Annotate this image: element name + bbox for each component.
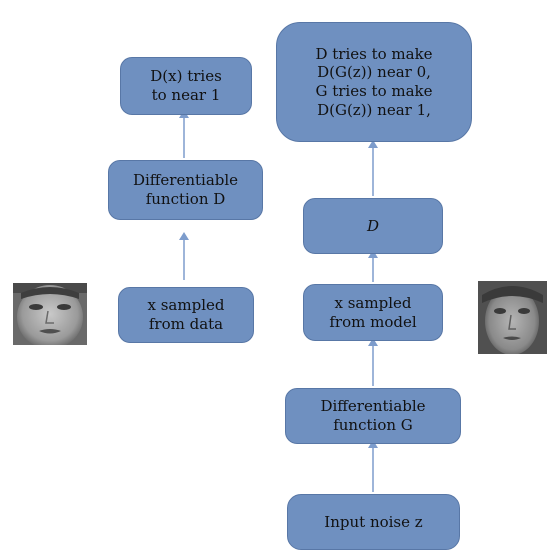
d-output-box: D(x) tries to near 1: [120, 57, 252, 115]
d-box-label: D: [366, 216, 380, 235]
d-output-line-2: to near 1: [151, 86, 221, 104]
d-box: D: [303, 198, 443, 254]
objective-line-4: D(G(z)) near 1,: [317, 100, 431, 119]
generator-line-1: Differentiable: [320, 397, 426, 416]
discriminator-line-1: Differentiable: [132, 171, 239, 190]
discriminator-function-box: Differentiable function D: [108, 160, 263, 220]
input-noise-box: Input noise z: [287, 494, 460, 550]
data-sample-line-1: x sampled: [147, 296, 225, 315]
d-output-line-1: D(x) tries: [150, 67, 222, 86]
input-noise-label: Input noise z: [324, 512, 423, 531]
real-face-image: [13, 283, 87, 345]
model-sample-box: x sampled from model: [303, 284, 443, 341]
generated-face-image: [478, 281, 547, 354]
data-sample-line-2: from data: [148, 315, 224, 333]
objective-line-3: G tries to make: [315, 82, 433, 100]
objective-line-2: D(G(z)) near 0,: [317, 63, 431, 82]
generator-function-box: Differentiable function G: [285, 388, 461, 444]
model-sample-line-2: from model: [329, 312, 417, 331]
data-sample-box: x sampled from data: [118, 287, 254, 343]
model-sample-line-1: x sampled: [334, 293, 412, 312]
discriminator-line-2: function D: [145, 190, 226, 208]
objective-box: D tries to make D(G(z)) near 0, G tries …: [276, 22, 472, 142]
generator-line-2: function G: [333, 416, 413, 434]
objective-line-1: D tries to make: [315, 44, 433, 63]
